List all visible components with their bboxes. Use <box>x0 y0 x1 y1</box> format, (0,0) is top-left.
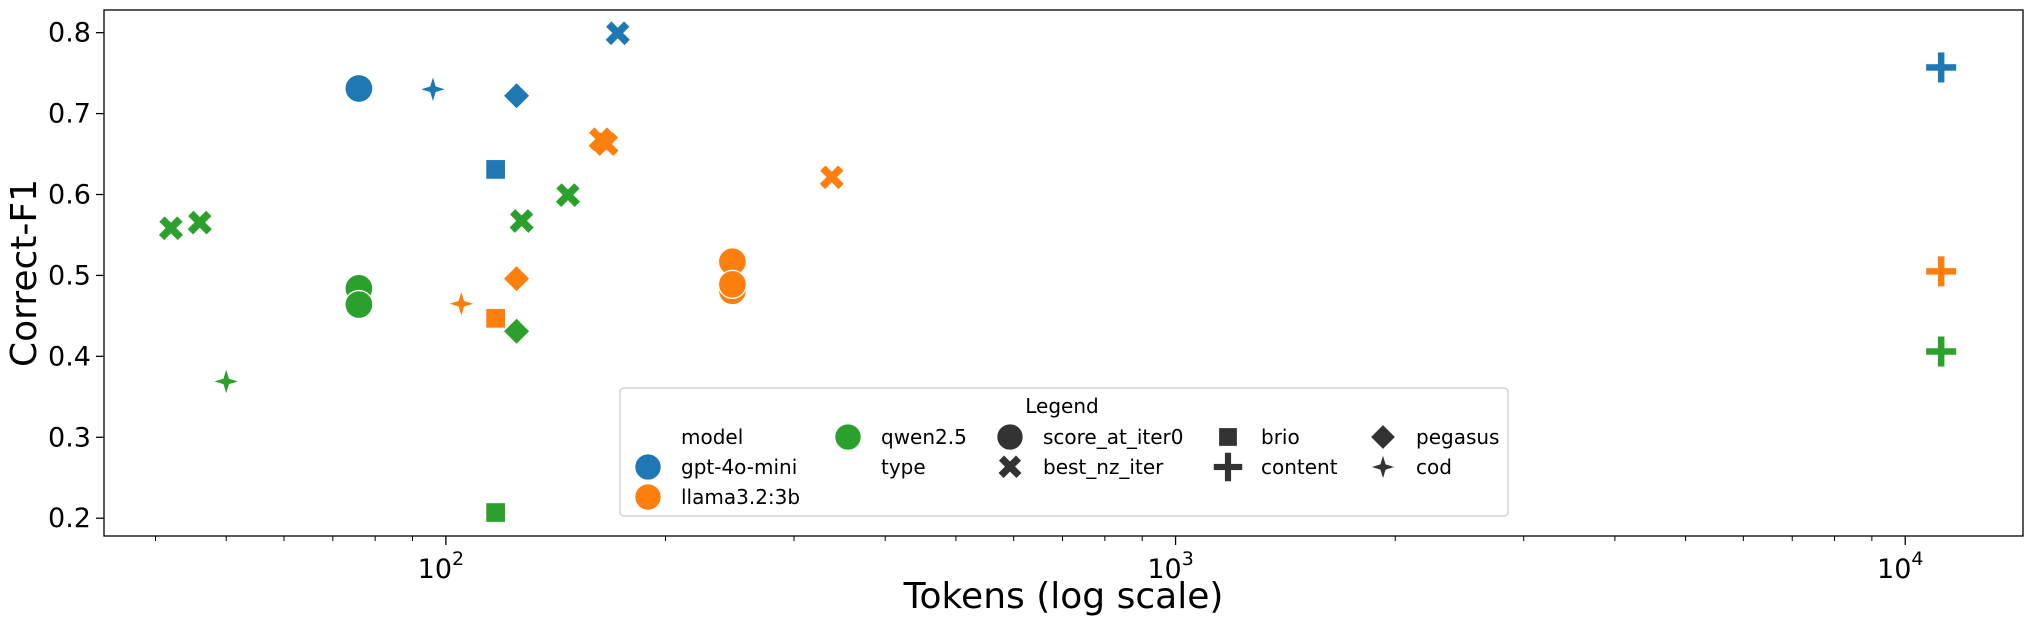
legend-entry-label: llama3.2:3b <box>681 485 800 509</box>
legend-marker-cod <box>1367 451 1399 483</box>
legend-entry-label: cod <box>1416 455 1452 479</box>
legend-entry-label: pegasus <box>1416 425 1499 449</box>
y-tick-label: 0.3 <box>48 422 91 453</box>
x-axis-title: Tokens (log scale) <box>903 576 1224 617</box>
data-point-best_nz_iter <box>594 132 619 156</box>
legend-marker-score_at_iter0 <box>996 423 1024 451</box>
data-point-content <box>1926 256 1957 287</box>
legend: Legend model gpt-4o-mini llama3.2:3b qwen2.5… <box>619 387 1509 517</box>
x-tick-base: 10 <box>418 554 452 585</box>
data-point-cod <box>416 73 450 106</box>
y-tick-label: 0.5 <box>48 260 91 291</box>
legend-entry-label: score_at_iter0 <box>1043 425 1184 449</box>
y-tick-label: 0.2 <box>48 503 91 534</box>
data-point-score_at_iter0 <box>344 73 374 104</box>
y-tick-label: 0.8 <box>48 18 91 49</box>
data-point-best_nz_iter <box>819 165 844 190</box>
x-tick-label: 102 <box>418 548 464 585</box>
data-point-score_at_iter0 <box>344 289 374 320</box>
legend-marker-score_at_iter0 <box>634 453 662 481</box>
legend-entry-label: gpt-4o-mini <box>681 455 797 479</box>
data-point-pegasus <box>502 81 531 111</box>
data-point-cod <box>445 287 478 320</box>
data-point-pegasus <box>502 316 531 346</box>
legend-marker-best_nz_iter <box>998 455 1022 479</box>
x-tick-base: 10 <box>1877 554 1911 585</box>
legend-marker-score_at_iter0 <box>834 423 862 451</box>
legend-entry-label: brio <box>1261 425 1300 449</box>
data-points <box>158 21 1957 524</box>
x-tick-exponent: 4 <box>1911 548 1923 570</box>
y-tick-label: 0.6 <box>48 180 91 211</box>
legend-title: Legend <box>1025 394 1098 418</box>
legend-marker-content <box>1213 452 1243 482</box>
data-point-best_nz_iter <box>555 183 581 207</box>
data-point-pegasus <box>502 264 531 294</box>
legend-entry-label: best_nz_iter <box>1043 455 1164 479</box>
legend-entry-label: qwen2.5 <box>881 425 967 449</box>
data-point-brio <box>484 307 507 329</box>
data-point-score_at_iter0 <box>717 269 748 299</box>
data-point-best_nz_iter <box>509 209 534 233</box>
x-tick-label: 104 <box>1877 548 1923 585</box>
x-tick-base: 10 <box>1147 554 1181 585</box>
x-tick-exponent: 2 <box>452 548 464 570</box>
legend-entry-label: content <box>1261 455 1338 479</box>
legend-marker-brio <box>1217 426 1239 448</box>
data-point-cod <box>209 365 243 398</box>
legend-marker-pegasus <box>1369 423 1397 451</box>
data-point-best_nz_iter <box>158 216 184 241</box>
plot-frame <box>103 9 2024 537</box>
data-point-best_nz_iter <box>605 21 630 46</box>
legend-marker-score_at_iter0 <box>634 483 662 511</box>
y-axis-title: Correct-F1 <box>4 179 45 367</box>
y-tick-label: 0.4 <box>48 341 91 372</box>
data-point-content <box>1926 52 1957 83</box>
data-point-content <box>1926 336 1957 367</box>
y-tick-label: 0.7 <box>48 99 91 130</box>
legend-group-header: model <box>681 425 743 449</box>
legend-group-header: type <box>881 455 926 479</box>
data-point-brio <box>484 158 507 181</box>
x-tick-label: 103 <box>1147 548 1193 585</box>
data-point-brio <box>484 501 507 524</box>
x-tick-exponent: 3 <box>1182 548 1194 570</box>
data-point-best_nz_iter <box>187 210 212 235</box>
legend-frame <box>619 387 1509 517</box>
